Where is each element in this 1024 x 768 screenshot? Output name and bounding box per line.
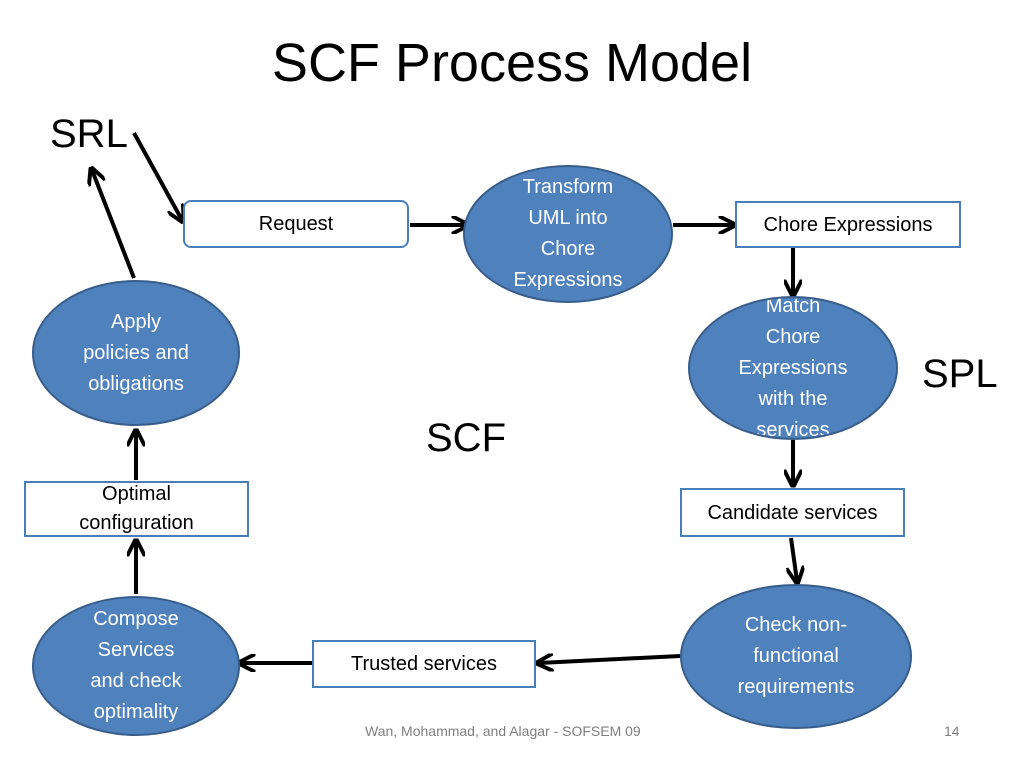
transform-uml-oval: Transform UML into Chore Expressions bbox=[463, 165, 673, 303]
chore-expressions-box: Chore Expressions bbox=[735, 201, 961, 248]
arrow-srl-to-request bbox=[132, 132, 182, 220]
candidate-services-box: Candidate services bbox=[680, 488, 905, 537]
compose-services-oval: Compose Services and check optimality bbox=[32, 596, 240, 736]
check-nonfunctional-oval: Check non- functional requirements bbox=[680, 584, 912, 729]
match-chore-oval: Match Chore Expressions with the service… bbox=[688, 296, 898, 440]
slide-title: SCF Process Model bbox=[271, 33, 753, 93]
apply-policies-oval: Apply policies and obligations bbox=[32, 280, 240, 426]
compose-services-text: Compose Services and check optimality bbox=[90, 608, 182, 723]
page-number: 14 bbox=[944, 723, 960, 739]
arrow-candidate-to-check bbox=[791, 537, 797, 581]
srl-label: SRL bbox=[50, 112, 128, 156]
apply-policies-text: Apply policies and obligations bbox=[83, 310, 189, 395]
arrow-apply-to-srl bbox=[92, 170, 136, 279]
request-box: Request bbox=[183, 200, 409, 248]
trusted-services-box: Trusted services bbox=[312, 640, 536, 688]
arrow-check-to-trusted bbox=[539, 656, 681, 663]
spl-label: SPL bbox=[922, 352, 998, 396]
check-nonfunctional-text: Check non- functional requirements bbox=[737, 614, 855, 698]
transform-uml-text: Transform UML into Chore Expressions bbox=[513, 176, 623, 291]
footer-credit: Wan, Mohammad, and Alagar - SOFSEM 09 bbox=[365, 723, 641, 739]
scf-label: SCF bbox=[426, 416, 506, 460]
match-chore-text: Match Chore Expressions with the service… bbox=[738, 296, 848, 440]
optimal-configuration-box: Optimal configuration bbox=[24, 481, 249, 537]
